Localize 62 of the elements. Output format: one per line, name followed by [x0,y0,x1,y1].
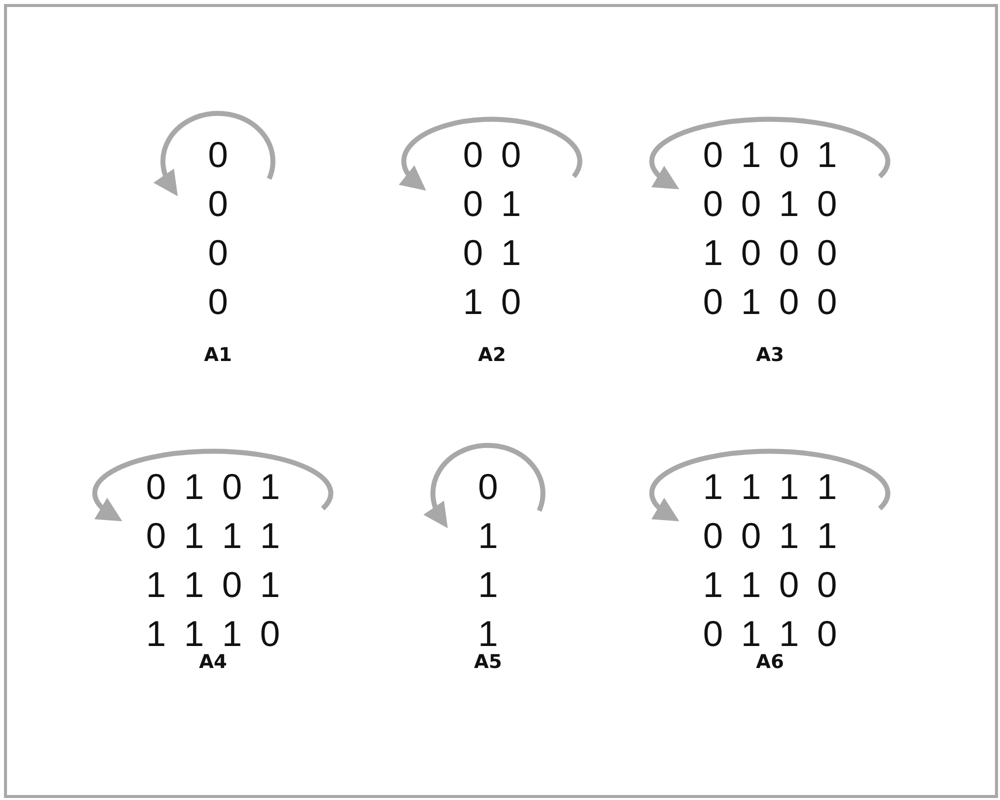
matrix-entry: 0 [500,280,522,324]
matrix-name: A3 [755,343,785,367]
matrix-entry: 1 [144,563,168,607]
matrix-entry: 0 [476,465,500,509]
matrix-entry: 1 [500,231,522,275]
matrix-entry: 1 [182,563,206,607]
matrix-entry: 0 [144,465,168,509]
matrix-entry: 0 [778,563,800,607]
matrix-entry: 0 [462,231,484,275]
matrix-entry: 0 [816,182,838,226]
matrix-entry: 1 [702,231,724,275]
matrix-entry: 0 [220,465,244,509]
matrix-entry: 0 [206,231,230,275]
matrix-entry: 0 [206,182,230,226]
matrix-entry: 1 [182,514,206,558]
matrix-entry: 0 [778,133,800,177]
matrix-entry: 1 [258,563,282,607]
matrix-entry: 1 [220,514,244,558]
matrix-entry: 1 [778,182,800,226]
matrix-entry: 0 [702,514,724,558]
matrix-entry: 0 [462,182,484,226]
matrix-entry: 1 [740,465,762,509]
matrix-entry: 0 [778,280,800,324]
matrix-entry: 1 [258,465,282,509]
matrix-entry: 1 [816,133,838,177]
matrix-entry: 0 [206,133,230,177]
matrix-entry: 0 [740,231,762,275]
matrix-entry: 0 [816,231,838,275]
matrix-entry: 0 [220,563,244,607]
matrix-entry: 0 [258,612,282,656]
matrix-entry: 0 [500,133,522,177]
matrix-entry: 0 [702,280,724,324]
matrix-entry: 0 [702,612,724,656]
matrix-entry: 0 [702,182,724,226]
matrix-entry: 0 [702,133,724,177]
matrix-entry: 1 [816,514,838,558]
matrix-entry: 1 [144,612,168,656]
matrix-entry: 0 [778,231,800,275]
matrix-entry: 1 [182,465,206,509]
matrix-entry: 1 [476,563,500,607]
matrix-entry: 0 [816,612,838,656]
matrix-entry: 1 [816,465,838,509]
matrix-entry: 0 [206,280,230,324]
matrix-entry: 1 [702,563,724,607]
matrix-entry: 1 [778,514,800,558]
matrix-entry: 1 [740,563,762,607]
matrix-name: A1 [203,343,233,367]
matrix-entry: 0 [462,133,484,177]
matrix-entry: 1 [258,514,282,558]
matrix-entry: 1 [740,280,762,324]
matrix-entry: 0 [144,514,168,558]
matrix-entry: 1 [462,280,484,324]
matrix-entry: 1 [702,465,724,509]
matrix-entry: 0 [816,563,838,607]
matrix-entry: 1 [778,465,800,509]
matrix-name: A2 [477,343,507,367]
matrix-entry: 1 [476,514,500,558]
matrix-entry: 0 [740,182,762,226]
matrix-entry: 0 [816,280,838,324]
matrix-entry: 1 [500,182,522,226]
matrix-entry: 1 [740,133,762,177]
matrix-entry: 0 [740,514,762,558]
